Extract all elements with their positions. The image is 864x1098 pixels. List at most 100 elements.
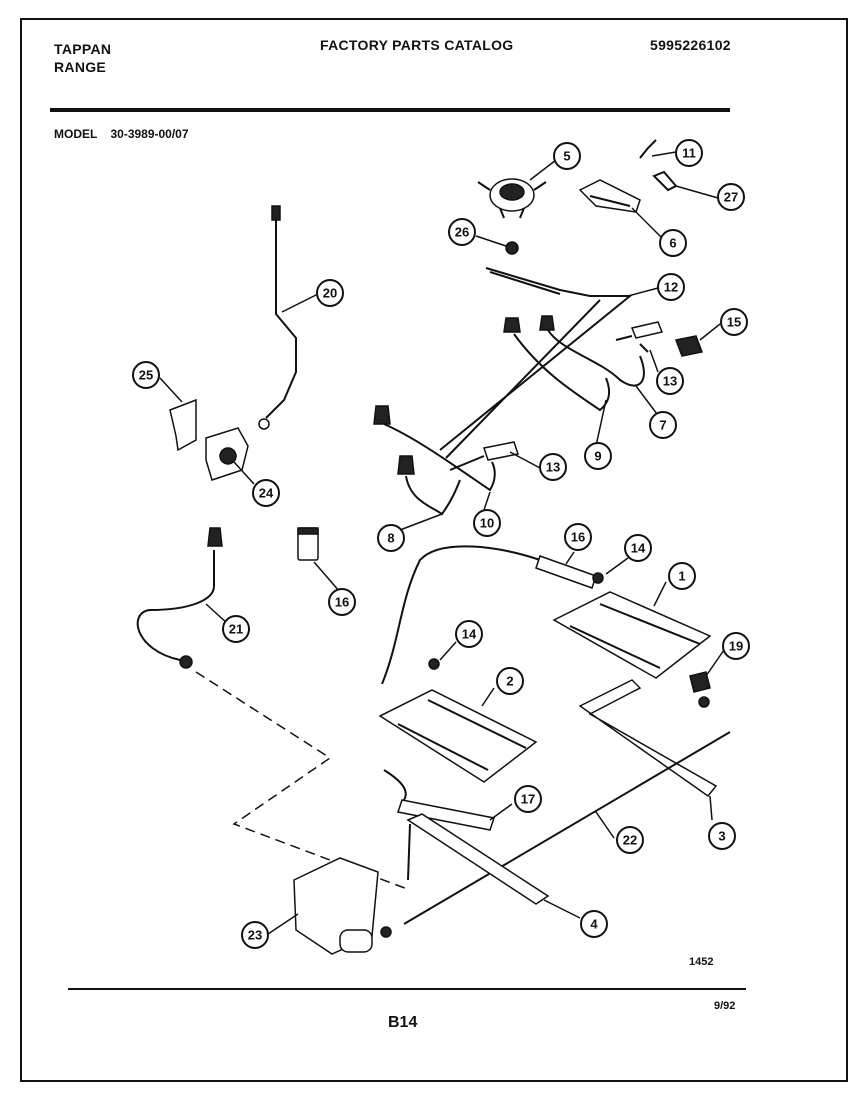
pilot-tube-20 [258, 205, 297, 430]
thermocouple-tube-7 [547, 329, 645, 387]
svg-text:13: 13 [663, 374, 677, 389]
burner-1 [552, 591, 712, 679]
pilot-13-lower [449, 441, 519, 471]
svg-text:27: 27 [724, 190, 738, 205]
burner-valve-6 [578, 179, 641, 213]
model-number: 30-3989-00/07 [110, 127, 189, 141]
callout-3: 3 [708, 822, 736, 850]
svg-text:21: 21 [229, 622, 243, 637]
header-rule [50, 108, 730, 112]
brand-block: TAPPAN RANGE [54, 40, 111, 76]
svg-text:19: 19 [729, 639, 743, 654]
screw-14-lower [428, 658, 440, 670]
valve-23 [293, 857, 392, 955]
model-row: MODEL 30-3989-00/07 [54, 127, 189, 141]
regulator-24 [205, 427, 249, 481]
svg-text:5: 5 [563, 149, 570, 164]
svg-text:4: 4 [590, 917, 598, 932]
callout-2: 2 [496, 667, 524, 695]
svg-text:6: 6 [669, 236, 676, 251]
thermocouple-tube-10 [383, 423, 496, 492]
callout-18: 16 [564, 523, 592, 551]
bracket-25 [169, 398, 197, 452]
callout-25: 25 [132, 361, 160, 389]
callout-14-lower: 14 [455, 620, 483, 648]
svg-text:13: 13 [546, 460, 560, 475]
callout-8: 8 [377, 524, 405, 552]
igniter-17 [383, 769, 495, 831]
burner-tube-4 [406, 813, 550, 905]
svg-text:15: 15 [727, 315, 741, 330]
svg-text:10: 10 [480, 516, 494, 531]
callout-10: 10 [473, 509, 501, 537]
svg-text:3: 3 [718, 829, 725, 844]
burner-2 [378, 689, 538, 783]
callout-21: 21 [222, 615, 250, 643]
callout-13-lower: 13 [539, 453, 567, 481]
callout-24: 24 [252, 479, 280, 507]
callout-22: 22 [616, 826, 644, 854]
brand-name: TAPPAN [54, 41, 112, 57]
tube-22 [403, 731, 731, 925]
thermocouple-tube-8 [405, 475, 461, 516]
callout-9: 9 [584, 442, 612, 470]
part-19 [689, 671, 711, 708]
svg-text:7: 7 [659, 418, 666, 433]
callout-5: 5 [553, 142, 581, 170]
catalog-title: FACTORY PARTS CATALOG [320, 37, 514, 53]
svg-text:12: 12 [664, 280, 678, 295]
callout-15: 15 [720, 308, 748, 336]
page-number: B14 [388, 1014, 418, 1031]
svg-text:24: 24 [259, 486, 274, 501]
svg-text:9: 9 [594, 449, 601, 464]
diagram-code: 1452 [689, 956, 714, 968]
spring-clip-11 [639, 139, 657, 159]
dashed-connection [195, 671, 411, 891]
callout-12: 12 [657, 273, 685, 301]
callout-11: 11 [675, 139, 703, 167]
svg-text:17: 17 [521, 792, 535, 807]
svg-text:14: 14 [462, 627, 477, 642]
callout-14-upper: 14 [624, 534, 652, 562]
svg-text:1: 1 [678, 569, 685, 584]
callout-4: 4 [580, 910, 608, 938]
burner-valve-5 [477, 178, 547, 219]
svg-text:26: 26 [455, 225, 469, 240]
callout-26: 26 [448, 218, 476, 246]
screw-14-upper [592, 572, 604, 584]
callout-27: 27 [717, 183, 745, 211]
thermocouple-tube-9 [513, 333, 611, 412]
svg-text:11: 11 [682, 146, 696, 161]
svg-text:20: 20 [323, 286, 337, 301]
pilot-13-upper [615, 321, 664, 353]
footer-rule [68, 988, 746, 990]
thermostat-capillary-16 [381, 545, 597, 685]
svg-text:16: 16 [335, 595, 349, 610]
tube-21 [136, 527, 223, 669]
catalog-part-number: 5995226102 [650, 37, 731, 53]
callout-16: 16 [328, 588, 356, 616]
manifold-pipe-12 [439, 267, 633, 459]
svg-text:23: 23 [248, 928, 262, 943]
svg-text:22: 22 [623, 833, 637, 848]
callout-23: 23 [241, 921, 269, 949]
callout-17: 17 [514, 785, 542, 813]
burner-tube-3 [578, 679, 718, 798]
callout-6: 6 [659, 229, 687, 257]
orifice-fittings [373, 315, 555, 475]
part-16-small [297, 527, 319, 561]
product-type: RANGE [54, 59, 107, 75]
callout-19: 19 [722, 632, 750, 660]
callout-13-upper: 13 [656, 367, 684, 395]
model-label: MODEL [54, 127, 98, 141]
svg-text:14: 14 [631, 541, 646, 556]
svg-text:16: 16 [571, 530, 585, 545]
svg-text:2: 2 [506, 674, 513, 689]
callout-7: 7 [649, 411, 677, 439]
callout-20: 20 [316, 279, 344, 307]
revision-date: 9/92 [714, 1000, 736, 1012]
leader-lines [159, 151, 725, 935]
clip-27 [652, 170, 678, 192]
callout-1: 1 [668, 562, 696, 590]
